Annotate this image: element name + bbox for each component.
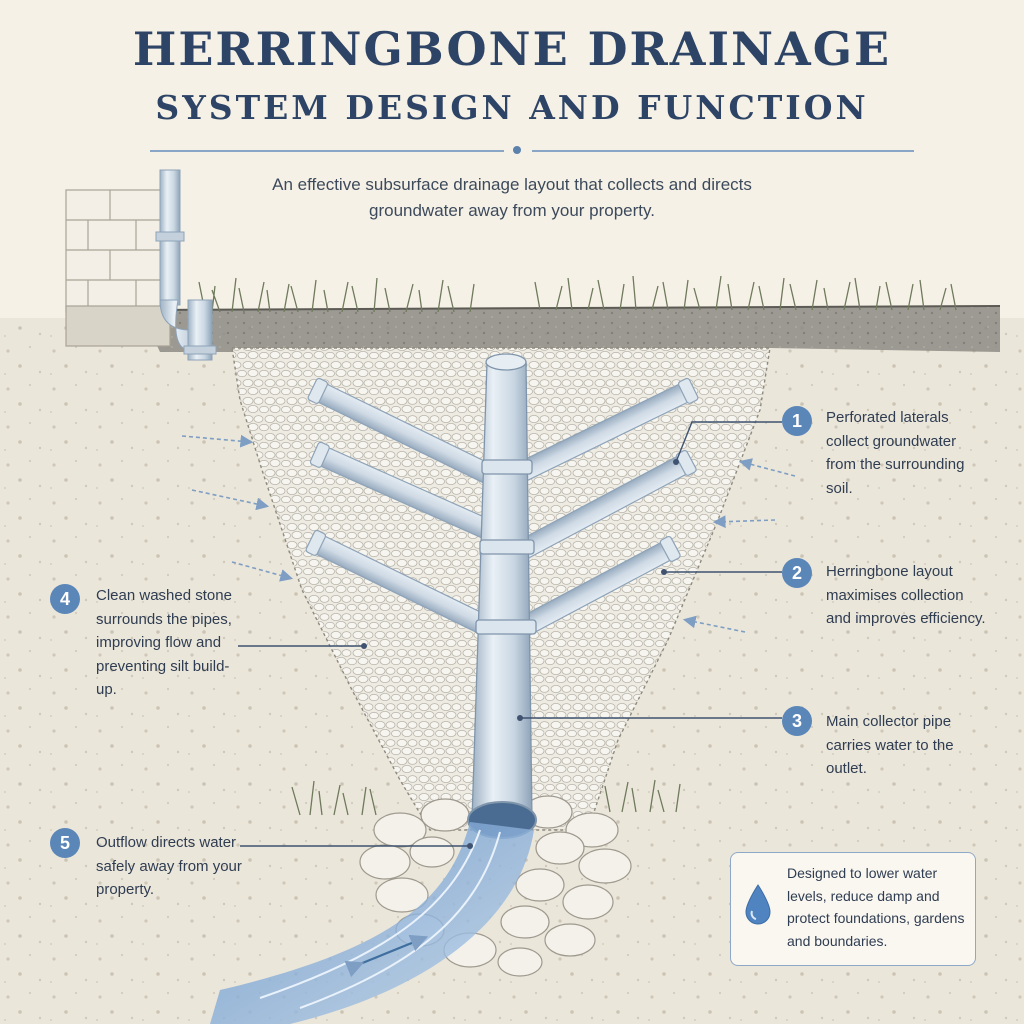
info-box-text: Designed to lower water levels, reduce d… [787, 865, 965, 949]
callout-1-badge: 1 [782, 406, 812, 436]
title-divider-right [532, 150, 914, 152]
callout-3-badge: 3 [782, 706, 812, 736]
topsoil-band [140, 306, 1000, 352]
leader-lines [238, 421, 782, 847]
callout-2-badge: 2 [782, 558, 812, 588]
page-title: HERRINGBONE DRAINAGE [132, 22, 892, 76]
callout-1-text: Perforated laterals collect groundwater … [826, 409, 965, 497]
callout-5-badge: 5 [50, 828, 80, 858]
grass-tufts [291, 779, 681, 816]
callout-4-badge: 4 [50, 584, 80, 614]
grass [198, 275, 957, 313]
outflow-water [210, 822, 534, 1024]
info-box: Designed to lower water levels, reduce d… [730, 852, 976, 966]
title-divider-left [150, 150, 504, 152]
callout-2-text: Herringbone layout maximises collection … [826, 563, 986, 627]
title-divider-dot [513, 146, 521, 154]
callout-5-text: Outflow directs water safely away from y… [96, 834, 242, 898]
groundwater-arrows [181, 434, 796, 633]
main-collector-pipe [471, 353, 537, 821]
page-subtitle-heading: SYSTEM DESIGN AND FUNCTION [155, 88, 869, 127]
brick-wall [65, 189, 171, 347]
water-drop-icon [745, 884, 771, 925]
callout-4-text: Clean washed stone surrounds the pipes, … [96, 587, 232, 698]
leader-dots [361, 459, 679, 849]
ground-line [139, 305, 1001, 311]
perforated-laterals [305, 377, 699, 641]
downpipe [155, 169, 217, 361]
intro-text: An effective subsurface drainage layout … [272, 175, 752, 220]
callout-3-text: Main collector pipe carries water to the… [826, 713, 954, 777]
